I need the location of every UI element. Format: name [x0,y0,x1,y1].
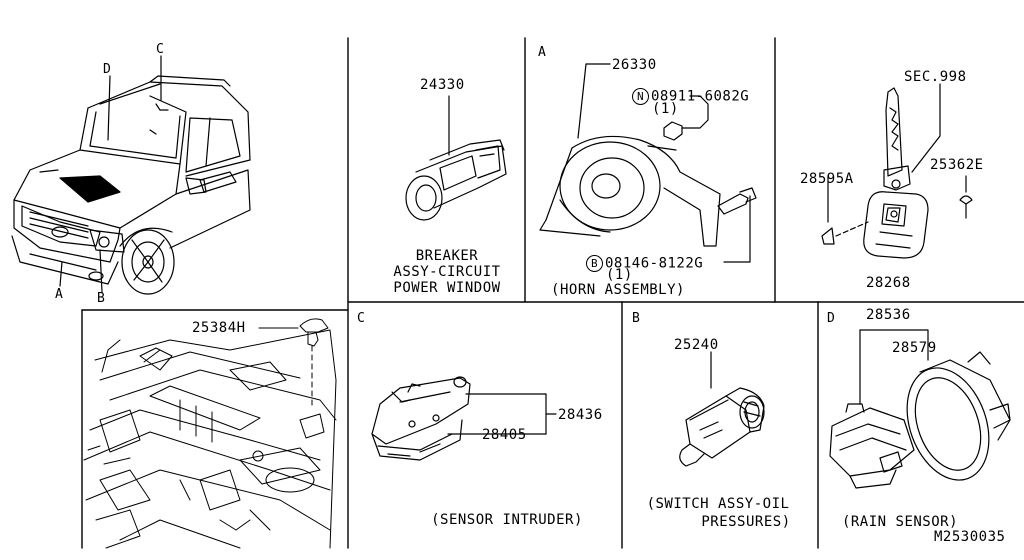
horn-part-number: 26330 [612,57,657,73]
screw2-part-number: 25362E [930,157,984,173]
oil-caption-line1: (SWITCH ASSY-OIL [646,496,790,512]
intruder-caption: (SENSOR INTRUDER) [431,512,583,528]
vehicle-callout-c: C [156,42,164,57]
oil-caption-line2: PRESSURES) [701,514,791,530]
intruder-part-a: 28436 [558,407,603,423]
breaker-caption-line3: POWER WINDOW [393,280,501,296]
vehicle-illustration [12,56,250,294]
oil-switch-illustration [680,352,764,466]
horn-panel-letter: A [538,45,546,60]
horn-illustration [540,64,756,262]
rain-part-b: 28579 [892,340,937,356]
vehicle-callout-d: D [103,62,111,77]
nut-part-number: 08911-6082G [651,88,750,105]
breaker-caption-line2: ASSY-CIRCUIT [393,264,501,280]
horn-nut-qty: (1) [652,101,679,117]
vehicle-callout-b: B [97,291,105,306]
screw-part-number: 28595A [800,171,854,187]
bolt-symbol: B [586,255,603,272]
rain-sensor-illustration [830,330,1010,491]
breaker-part-number: 24330 [420,77,465,93]
rain-part-a: 28536 [866,307,911,323]
horn-bolt-qty: (1) [606,267,633,283]
fob-part-number: 28268 [866,275,911,291]
vehicle-callout-a: A [55,287,63,302]
nut-symbol: N [632,88,649,105]
key-illustration [822,84,972,258]
drawing-id: M2530035 [934,529,1006,545]
breaker-caption-line1: BREAKER [415,248,479,264]
bolt-part-number: 08146-8122G [605,255,704,272]
rain-panel-letter: D [827,311,835,326]
panel-dividers [82,38,1024,548]
intruder-illustration [372,377,556,460]
oil-part-number: 25240 [674,337,719,353]
oil-panel-letter: B [632,311,640,326]
floor-illustration [84,319,336,548]
rain-caption: (RAIN SENSOR) [841,514,959,530]
key-section-ref: SEC.998 [904,69,967,85]
clip-part-number: 25384H [192,320,246,336]
breaker-illustration [406,96,506,220]
intruder-panel-letter: C [357,311,365,326]
horn-caption: (HORN ASSEMBLY) [551,282,685,298]
intruder-part-b: 28405 [482,427,527,443]
